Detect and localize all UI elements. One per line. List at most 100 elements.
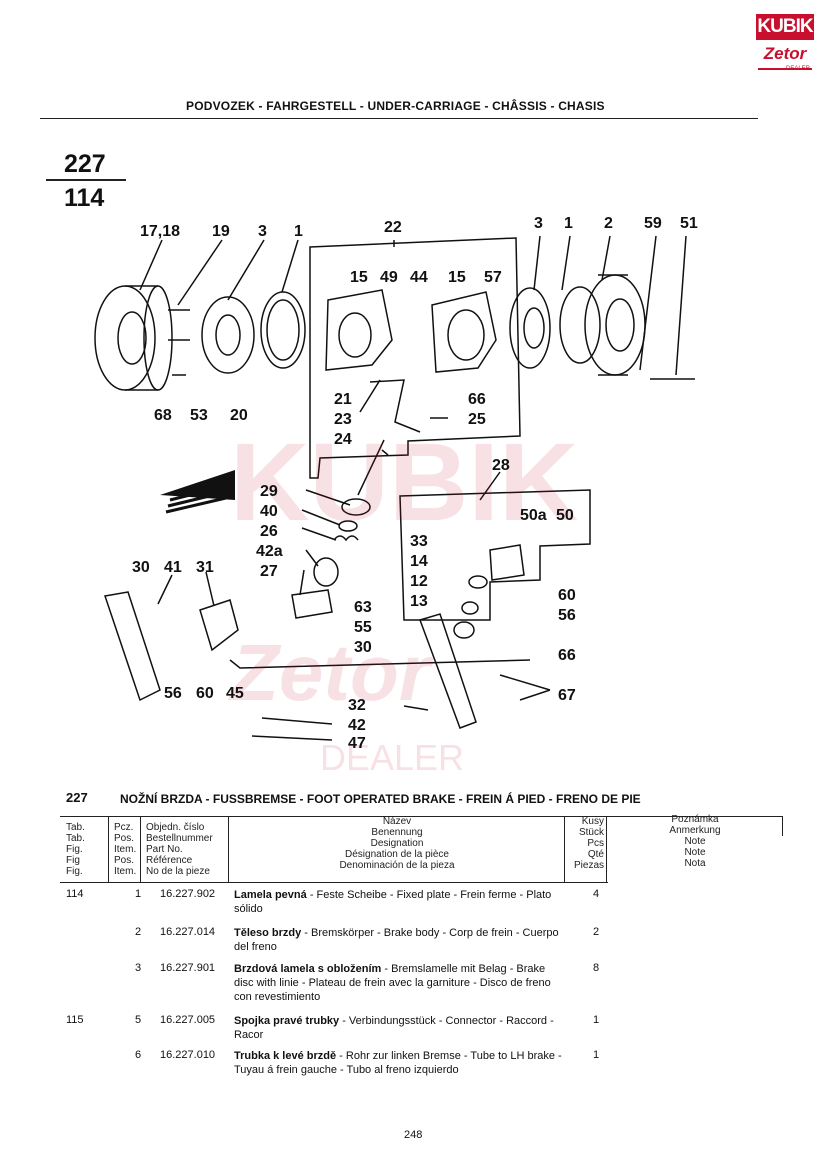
direction-arrow-icon xyxy=(160,470,235,500)
callout-25: 25 xyxy=(468,411,486,428)
logo-kubik: KUBIK xyxy=(756,14,814,40)
callout-14: 14 xyxy=(410,553,428,570)
logo-zetor: Zetor xyxy=(758,44,812,70)
header-designation: Název Benennung Designation Désignation … xyxy=(339,816,455,871)
group-22-outline xyxy=(309,237,521,479)
spring-26 xyxy=(333,535,359,542)
header-pos: Pcz. Pos. Item. Pos. Item. xyxy=(114,822,137,877)
callout-49: 49 xyxy=(380,269,398,286)
brake-body-15-right xyxy=(431,291,497,373)
callout-66: 66 xyxy=(468,391,486,408)
callout-28: 28 xyxy=(492,457,510,474)
callout-32: 32 xyxy=(348,697,366,714)
fixed-plate-right xyxy=(559,286,601,364)
callout-27: 27 xyxy=(260,563,278,580)
callout-63: 63 xyxy=(354,599,372,616)
leader-lines xyxy=(139,235,687,741)
callout-50a: 50a xyxy=(520,507,547,524)
callout-60-right: 60 xyxy=(558,587,576,604)
callout-47: 47 xyxy=(348,735,366,752)
table-number: 227 xyxy=(66,790,88,805)
callout-33: 33 xyxy=(410,533,428,550)
callout-45: 45 xyxy=(226,685,244,702)
callout-56-right: 56 xyxy=(558,607,576,624)
header-note: Poznámka Anmerkung Note Note Nota xyxy=(669,814,721,869)
col-divider-5 xyxy=(606,816,607,882)
pipe-connector xyxy=(229,659,531,669)
rod-24 xyxy=(357,439,385,496)
header-rule xyxy=(40,118,758,119)
callout-41: 41 xyxy=(164,559,182,576)
callout-13: 13 xyxy=(410,593,428,610)
arrow-stripes xyxy=(165,484,227,514)
callout-22: 22 xyxy=(384,219,402,236)
callout-19: 19 xyxy=(212,223,230,240)
callout-21: 21 xyxy=(334,391,352,408)
header-tab: Tab. Tab. Fig. Fig Fig. xyxy=(66,822,85,877)
callout-67: 67 xyxy=(558,687,576,704)
callout-66-lower: 66 xyxy=(558,647,576,664)
svg-text:DEALER: DEALER xyxy=(320,737,464,778)
callout-57: 57 xyxy=(484,269,502,286)
callout-44: 44 xyxy=(410,269,428,286)
exploded-brake-diagram: KUBIK Zetor DEALER 17,18 19 3 1 22 3 1 2… xyxy=(94,215,698,778)
seal-42a xyxy=(313,557,339,587)
callout-30-center: 30 xyxy=(354,639,372,656)
callout-31: 31 xyxy=(196,559,214,576)
brake-housing-right xyxy=(584,274,646,376)
bracket-30-right xyxy=(419,613,477,729)
group-28-outline xyxy=(399,489,591,621)
section-title: PODVOZEK - FAHRGESTELL - UNDER-CARRIAGE … xyxy=(186,99,605,113)
table-header-top-rule xyxy=(60,816,782,817)
page-number: 248 xyxy=(404,1129,423,1141)
col-divider-1 xyxy=(108,816,109,882)
brake-body-15-left xyxy=(325,289,393,371)
fixed-plate-left xyxy=(260,291,306,369)
callout-1-right: 1 xyxy=(564,215,573,232)
pins-19-20 xyxy=(168,309,190,376)
callout-23: 23 xyxy=(334,411,352,428)
figure-fig-number: 114 xyxy=(64,184,105,212)
figure-number-divider xyxy=(46,179,126,181)
callout-53: 53 xyxy=(190,407,208,424)
col-divider-6 xyxy=(782,816,783,836)
svg-text:KUBIK: KUBIK xyxy=(230,421,578,544)
callout-40: 40 xyxy=(260,503,278,520)
callout-68: 68 xyxy=(154,407,172,424)
header-qty: Kusy Stück Pcs Qté Piezas xyxy=(573,816,604,871)
callout-56-left: 56 xyxy=(164,685,182,702)
logo-dealer: DEALER xyxy=(786,66,811,72)
callout-60-left: 60 xyxy=(196,685,214,702)
header-part-no: Objedn. číslo Bestellnummer Part No. Réf… xyxy=(146,822,213,877)
col-divider-2 xyxy=(140,816,141,882)
callout-59: 59 xyxy=(644,215,662,232)
lever-23 xyxy=(369,379,421,433)
table-header-bottom-rule xyxy=(60,882,608,883)
callout-1: 1 xyxy=(294,223,303,240)
col-divider-3 xyxy=(228,816,229,882)
callout-17-18: 17,18 xyxy=(140,223,180,240)
callout-24: 24 xyxy=(334,431,352,448)
table-title: NOŽNÍ BRZDA - FUSSBREMSE - FOOT OPERATED… xyxy=(120,792,641,806)
callout-15-right: 15 xyxy=(448,269,466,286)
callout-29: 29 xyxy=(260,483,278,500)
callout-55: 55 xyxy=(354,619,372,636)
callout-30-left: 30 xyxy=(132,559,150,576)
callout-50: 50 xyxy=(556,507,574,524)
brake-disc-right xyxy=(509,287,551,369)
cap-29 xyxy=(341,498,371,516)
callout-12: 12 xyxy=(410,573,428,590)
bracket-31 xyxy=(199,599,239,652)
callout-3-right: 3 xyxy=(534,215,543,232)
bracket-30-left xyxy=(104,591,161,702)
svg-text:Zetor: Zetor xyxy=(228,628,434,717)
callout-51: 51 xyxy=(680,215,698,232)
figure-tab-number: 227 xyxy=(64,150,106,178)
callout-42a: 42a xyxy=(256,543,283,560)
callout-26: 26 xyxy=(260,523,278,540)
cylinder-27 xyxy=(291,589,333,619)
callout-15-left: 15 xyxy=(350,269,368,286)
callout-20: 20 xyxy=(230,407,248,424)
kubik-zetor-logo: KUBIK Zetor DEALER xyxy=(756,14,814,72)
kubik-watermark: KUBIK Zetor DEALER xyxy=(228,421,578,778)
